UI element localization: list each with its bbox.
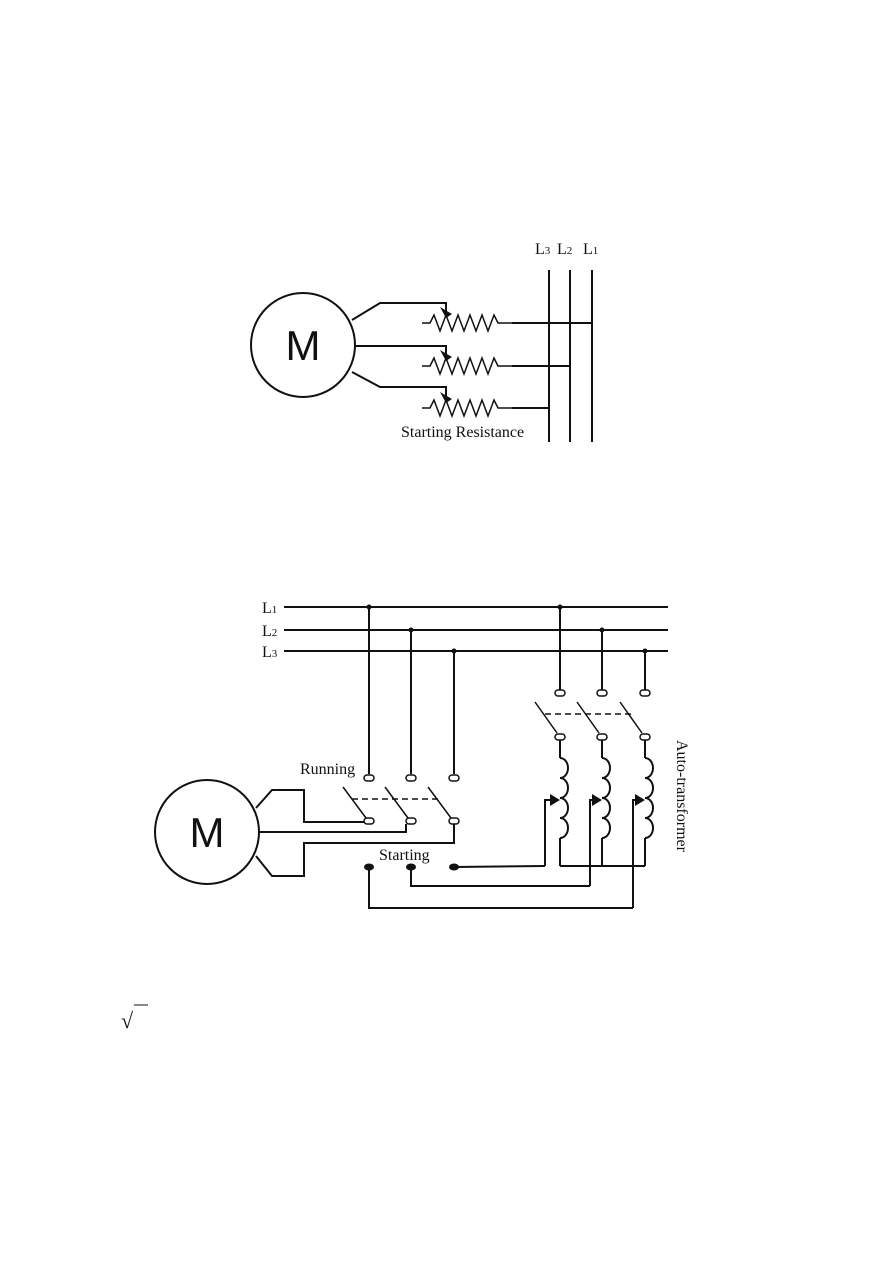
lead-bottom	[351, 371, 447, 398]
line-label-l1: L1	[583, 241, 598, 258]
tap-3	[632, 799, 641, 908]
line-label-l2: L2	[557, 241, 572, 258]
at-coil-2	[601, 740, 611, 866]
at-switch-blade	[534, 701, 558, 734]
common-contact	[448, 817, 460, 825]
at-top-contact	[596, 689, 608, 697]
resistor-3	[422, 392, 512, 419]
diagram-autotransformer: L1 L2 L3 Running M	[154, 600, 690, 909]
running-label: Running	[300, 761, 355, 778]
bus-label-l1: L1	[262, 600, 277, 617]
start-wire-2	[410, 867, 590, 887]
autotransformer-label: Auto-transformer	[673, 740, 690, 853]
at-coil-3	[644, 740, 654, 866]
at-switch-blade	[619, 701, 643, 734]
switch-blade	[427, 786, 452, 819]
running-contact	[363, 774, 375, 782]
tap-2	[589, 799, 598, 886]
motor-lead-1	[255, 789, 364, 823]
at-bottom-contact	[639, 733, 651, 741]
motor-lead-3	[255, 824, 455, 877]
motor-label: M	[190, 809, 225, 856]
bus-label-l2: L2	[262, 623, 277, 640]
tap-arrow	[635, 794, 645, 806]
switch-blade	[342, 786, 367, 819]
line-label-l3: L3	[535, 241, 551, 258]
motor-lead-2	[259, 824, 407, 833]
tap-arrow	[550, 794, 560, 806]
motor-label: M	[286, 322, 321, 369]
at-bottom-contact	[596, 733, 608, 741]
lead-middle	[355, 345, 447, 357]
lead-top	[351, 302, 447, 321]
resistor-1	[422, 307, 512, 334]
switch-blade	[384, 786, 409, 819]
common-contact	[405, 817, 417, 825]
running-contact	[448, 774, 460, 782]
starting-label: Starting	[379, 847, 430, 864]
bus-label-l3: L3	[262, 644, 278, 661]
at-coil-1	[559, 740, 569, 866]
resistor-2	[422, 350, 512, 377]
start-wire-3	[453, 865, 546, 868]
starting-resistance-label: Starting Resistance	[401, 424, 524, 441]
at-switch-blade	[576, 701, 600, 734]
running-contact	[405, 774, 417, 782]
start-wire-1	[368, 867, 633, 909]
at-top-contact	[554, 689, 566, 697]
common-contact	[363, 817, 375, 825]
at-top-contact	[639, 689, 651, 697]
tap-arrow	[592, 794, 602, 806]
at-bottom-contact	[554, 733, 566, 741]
diagram-starting-resistance: M L3 L2 L1	[250, 241, 598, 442]
sqrt-symbol: √	[121, 1008, 134, 1033]
tap-1	[544, 799, 556, 866]
